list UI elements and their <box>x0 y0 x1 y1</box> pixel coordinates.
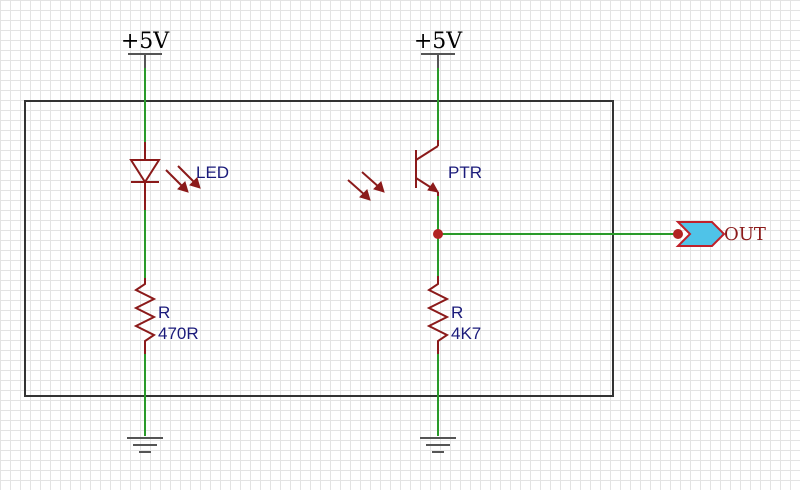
module-outline <box>24 100 614 397</box>
resistor-r2: R 4K7 <box>426 276 481 354</box>
wires-right-branch <box>437 68 678 436</box>
resistor-r1: R 470R <box>133 278 199 354</box>
light-emission-arrows-icon <box>165 165 201 193</box>
output-label: OUT <box>724 224 766 245</box>
power-label-left: +5V <box>121 29 170 54</box>
led-label: LED <box>196 163 229 182</box>
ground-symbol-right <box>420 437 456 453</box>
ground-symbol-left <box>127 437 163 453</box>
junction-dot <box>433 229 443 239</box>
r2-value: 4K7 <box>451 324 481 343</box>
led-component: LED <box>129 142 229 210</box>
r1-value: 470R <box>158 324 199 343</box>
light-incident-arrows-icon <box>347 171 385 201</box>
power-symbol-left: +5V <box>121 29 170 68</box>
ptr-label: PTR <box>448 163 482 182</box>
r2-name: R <box>451 303 463 322</box>
power-label-right: +5V <box>414 29 463 54</box>
r1-name: R <box>158 303 170 322</box>
phototransistor-component: PTR <box>347 140 482 201</box>
output-port: OUT <box>673 221 766 247</box>
power-symbol-right: +5V <box>414 29 463 68</box>
